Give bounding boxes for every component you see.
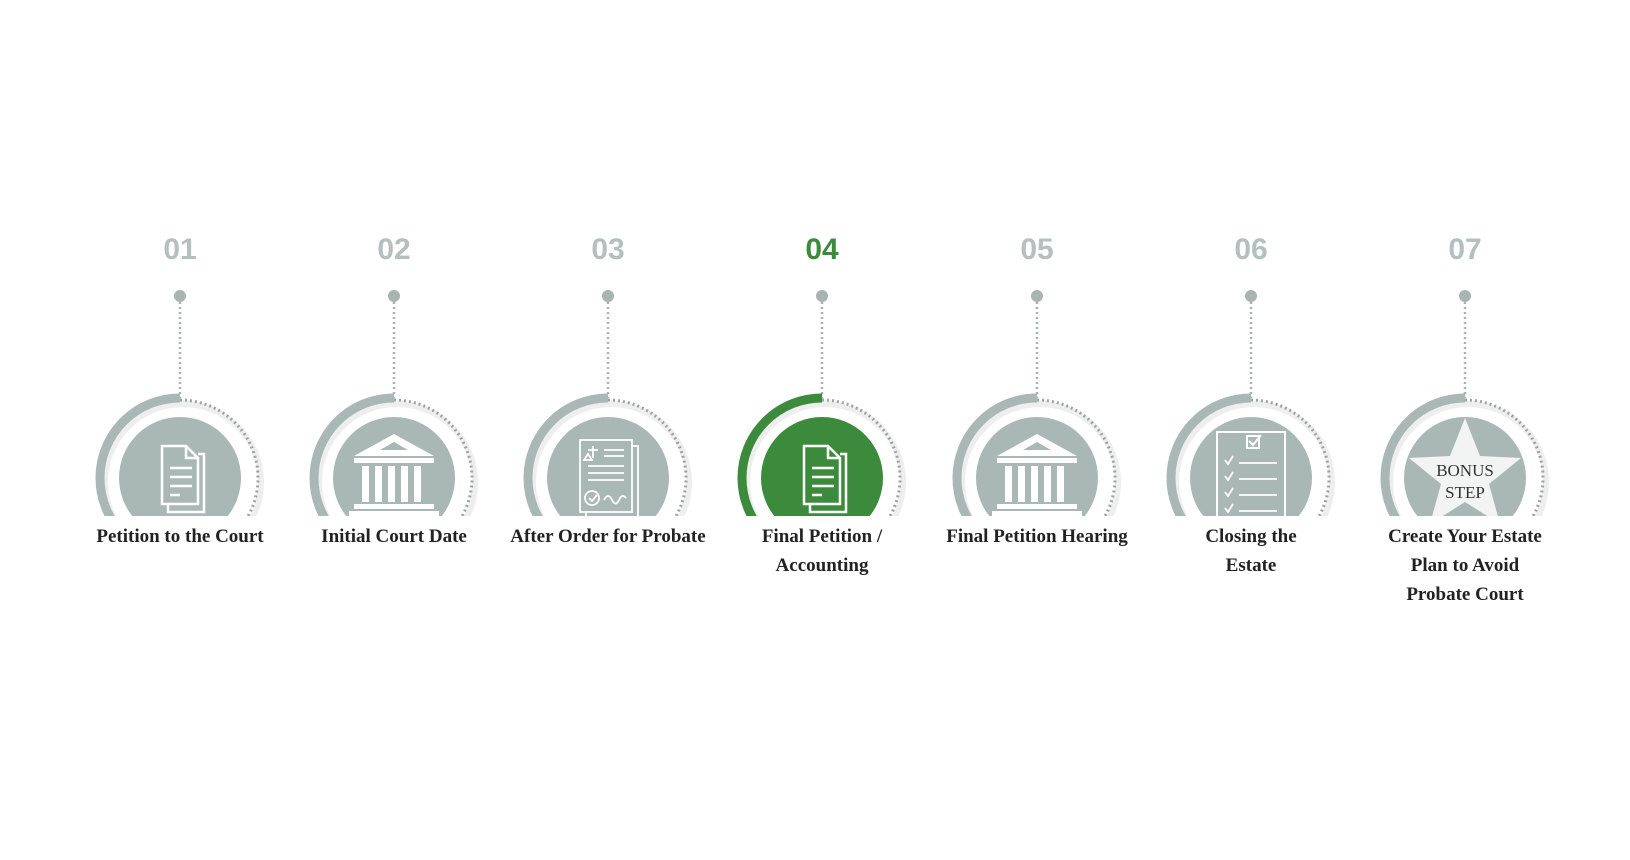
document-icon-circle (761, 417, 883, 516)
timeline-step: 02 Initial Court Date (287, 230, 501, 551)
step-number: 07 (1448, 233, 1482, 266)
step-label: Final Petition / Accounting (761, 526, 883, 576)
timeline-step: 05 Final Petition Hearing (930, 230, 1144, 551)
step-graphic (1166, 290, 1335, 516)
step-graphic (523, 290, 692, 516)
step-number: 02 (377, 233, 411, 266)
legal-document-icon (579, 439, 639, 516)
step-number: 03 (591, 233, 625, 266)
step-graphic (737, 290, 906, 516)
timeline-step: 01 Petition to the Court (73, 230, 287, 551)
timeline-step: 07 BONUS STEP Create Your Estate Plan to … (1358, 230, 1572, 609)
checklist-icon-circle (1190, 417, 1312, 516)
badge-line: STEP (1445, 483, 1485, 502)
document-icon (802, 444, 848, 514)
step-number: 06 (1234, 233, 1268, 266)
step-label: Initial Court Date (321, 526, 467, 547)
step-number: 04 (805, 233, 839, 266)
timeline-step: 04 Final Petition / Accounting (715, 230, 929, 580)
courthouse-icon (349, 434, 439, 516)
step-label: Closing the Estate (1205, 526, 1297, 576)
star-icon (1409, 418, 1521, 516)
step-number: 05 (1020, 233, 1054, 266)
step-graphic: BONUS STEP (1380, 290, 1549, 516)
step-graphic (95, 290, 264, 516)
document-icon-circle (119, 417, 241, 516)
step-label: Create Your Estate Plan to Avoid Probate… (1388, 526, 1542, 605)
badge-line: BONUS (1436, 461, 1494, 480)
step-graphic (309, 290, 478, 516)
step-label: Final Petition Hearing (946, 526, 1128, 547)
step-label: Petition to the Court (96, 526, 264, 547)
step-label: After Order for Probate (510, 526, 706, 547)
checklist-icon (1216, 431, 1286, 516)
step-number: 01 (163, 233, 197, 266)
courthouse-icon (992, 434, 1082, 516)
timeline-step: 03 After Order for Probate (501, 230, 715, 551)
timeline-step: 06 Closing the Estate (1144, 230, 1358, 580)
document-icon (160, 444, 206, 514)
step-graphic (952, 290, 1121, 516)
